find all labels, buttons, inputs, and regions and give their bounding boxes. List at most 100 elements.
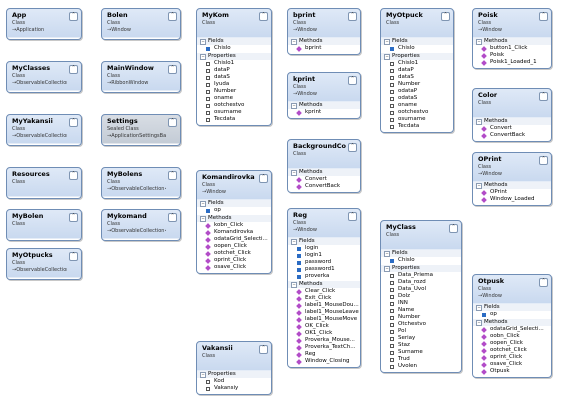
field-row[interactable]: proverka (288, 273, 360, 280)
field-row[interactable]: Chislo (381, 45, 453, 52)
field-row[interactable]: password (288, 259, 360, 266)
property-row[interactable]: Data_rozd (381, 279, 461, 286)
collapse-section-icon[interactable]: − (476, 119, 482, 125)
method-row[interactable]: label1_MouseMove (288, 316, 360, 323)
method-row[interactable]: Komandirovka (197, 229, 271, 236)
method-row[interactable]: Exit_Click (288, 295, 360, 302)
method-row[interactable]: Otpusk (473, 368, 551, 375)
field-row[interactable]: password1 (288, 266, 360, 273)
collapse-section-icon[interactable]: − (200, 54, 206, 60)
collapse-chevron-icon[interactable]: ˄ (69, 213, 78, 222)
collapse-chevron-icon[interactable]: ˄ (69, 65, 78, 74)
collapse-section-icon[interactable]: − (476, 183, 482, 189)
section-header-methods[interactable]: −Methods (473, 38, 551, 45)
property-row[interactable]: odataS (381, 95, 453, 102)
property-row[interactable]: osurname (381, 116, 453, 123)
section-header-methods[interactable]: −Methods (288, 281, 360, 288)
method-row[interactable]: OK1_Click (288, 330, 360, 337)
method-row[interactable]: ConvertBack (473, 132, 551, 139)
method-row[interactable]: osave_Click (197, 264, 271, 271)
class-box[interactable]: OtpuskClassWindow˄−Fieldsop−Methodsodata… (472, 274, 552, 378)
collapse-section-icon[interactable]: − (384, 266, 390, 272)
collapse-chevron-icon[interactable]: ˄ (168, 118, 177, 127)
collapse-chevron-icon[interactable]: ˄ (168, 12, 177, 21)
section-header-properties[interactable]: −Properties (381, 265, 461, 272)
property-row[interactable]: Vakansiy (197, 385, 271, 392)
property-row[interactable]: Number (381, 81, 453, 88)
property-row[interactable]: Tecdata (381, 123, 453, 130)
method-row[interactable]: Window_Loaded (473, 196, 551, 203)
property-row[interactable]: Uvolen (381, 363, 461, 370)
collapse-section-icon[interactable]: − (476, 39, 482, 45)
method-row[interactable]: Convert (288, 176, 360, 183)
property-row[interactable]: ootchestvo (381, 109, 453, 116)
property-row[interactable]: dataS (197, 74, 271, 81)
method-row[interactable]: bprint (288, 45, 360, 52)
collapse-section-icon[interactable]: − (291, 282, 297, 288)
property-row[interactable]: oname (381, 102, 453, 109)
collapse-chevron-icon[interactable]: ˄ (348, 143, 357, 152)
method-row[interactable]: kprint (288, 109, 360, 116)
collapse-chevron-icon[interactable]: ˄ (259, 12, 268, 21)
method-row[interactable]: oopen_Click (473, 340, 551, 347)
field-row[interactable]: Chislo (197, 45, 271, 52)
collapse-chevron-icon[interactable]: ˄ (348, 12, 357, 21)
collapse-chevron-icon[interactable]: ˄ (539, 156, 548, 165)
collapse-chevron-icon[interactable]: ˄ (168, 213, 177, 222)
method-row[interactable]: Convert (473, 125, 551, 132)
property-row[interactable]: Chislo1 (381, 60, 453, 67)
method-row[interactable]: oprint_Click (473, 354, 551, 361)
method-row[interactable]: label1_MouseDou... (288, 302, 360, 309)
property-row[interactable]: Iyuda (197, 81, 271, 88)
method-row[interactable]: kobn_Click (197, 222, 271, 229)
collapse-chevron-icon[interactable]: ˄ (259, 174, 268, 183)
property-row[interactable]: dataP (197, 67, 271, 74)
section-header-methods[interactable]: −Methods (473, 319, 551, 326)
class-box[interactable]: BackgroundColo...Class˄−MethodsConvertCo… (287, 139, 361, 193)
property-row[interactable]: Data_Uvol (381, 286, 461, 293)
property-row[interactable]: Tecdata (197, 116, 271, 123)
collapse-chevron-icon[interactable]: ˄ (539, 12, 548, 21)
field-row[interactable]: op (473, 311, 551, 318)
field-row[interactable]: login1 (288, 252, 360, 259)
method-row[interactable]: ootchet_Click (197, 250, 271, 257)
collapse-chevron-icon[interactable]: ˄ (348, 76, 357, 85)
collapse-section-icon[interactable]: − (476, 305, 482, 311)
section-header-methods[interactable]: −Methods (288, 169, 360, 176)
section-header-methods[interactable]: −Methods (473, 118, 551, 125)
method-row[interactable]: Window_Closing (288, 358, 360, 365)
class-box[interactable]: MainWindowClassRibbonWindow˄ (101, 61, 181, 93)
collapse-section-icon[interactable]: − (200, 201, 206, 207)
class-box[interactable]: OPrintClassWindow˄−MethodsOPrintWindow_L… (472, 152, 552, 206)
method-row[interactable]: ootchet_Click (473, 347, 551, 354)
property-row[interactable]: oname (197, 95, 271, 102)
section-header-properties[interactable]: −Properties (197, 371, 271, 378)
collapse-section-icon[interactable]: − (200, 372, 206, 378)
collapse-chevron-icon[interactable]: ˄ (259, 345, 268, 354)
field-row[interactable]: op (197, 207, 271, 214)
property-row[interactable]: Pol (381, 328, 461, 335)
method-row[interactable]: osave_Click (473, 361, 551, 368)
class-box[interactable]: RegClassWindow˄−Fieldsloginlogin1passwor… (287, 208, 361, 368)
property-row[interactable]: Number (197, 88, 271, 95)
property-row[interactable]: Number (381, 314, 461, 321)
collapse-chevron-icon[interactable]: ˄ (539, 92, 548, 101)
method-row[interactable]: OK_Click (288, 323, 360, 330)
class-box[interactable]: MykomandClassObservableCollection<M...˄ (101, 209, 181, 241)
collapse-section-icon[interactable]: − (291, 170, 297, 176)
section-header-methods[interactable]: −Methods (473, 182, 551, 189)
property-row[interactable]: odataP (381, 88, 453, 95)
property-row[interactable]: dataS (381, 74, 453, 81)
collapse-chevron-icon[interactable]: ˄ (69, 252, 78, 261)
section-header-fields[interactable]: −Fields (381, 38, 453, 45)
method-row[interactable]: label1_MouseLeave (288, 309, 360, 316)
method-row[interactable]: odataGrid_Selecti... (473, 326, 551, 333)
